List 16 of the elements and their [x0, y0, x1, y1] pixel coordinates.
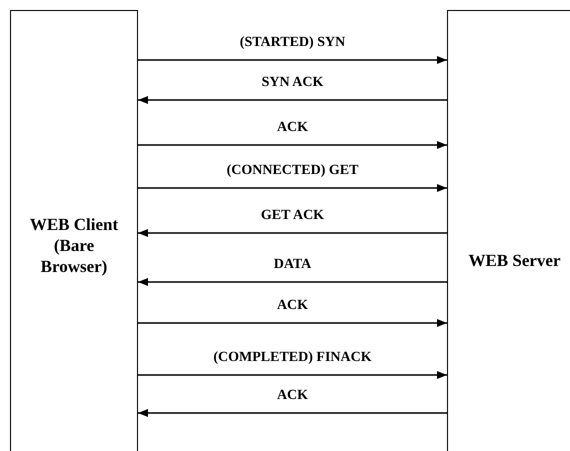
participant-label: WEB Client (Bare Browser) — [28, 214, 120, 276]
arrow — [138, 96, 447, 104]
edge-label: (COMPLETED) FINACK — [211, 350, 374, 366]
arrow — [138, 409, 447, 417]
arrow — [138, 229, 447, 237]
arrow — [138, 278, 447, 286]
arrow — [138, 184, 447, 192]
participant-box — [10, 10, 138, 451]
arrow — [138, 141, 447, 149]
participant-label: WEB Server — [468, 250, 561, 270]
edge-label: (STARTED) SYN — [238, 35, 348, 51]
arrow — [138, 319, 447, 327]
participant-box — [447, 10, 570, 451]
edge-label: (CONNECTED) GET — [224, 163, 360, 179]
arrow — [138, 56, 447, 64]
arrow — [138, 371, 447, 379]
